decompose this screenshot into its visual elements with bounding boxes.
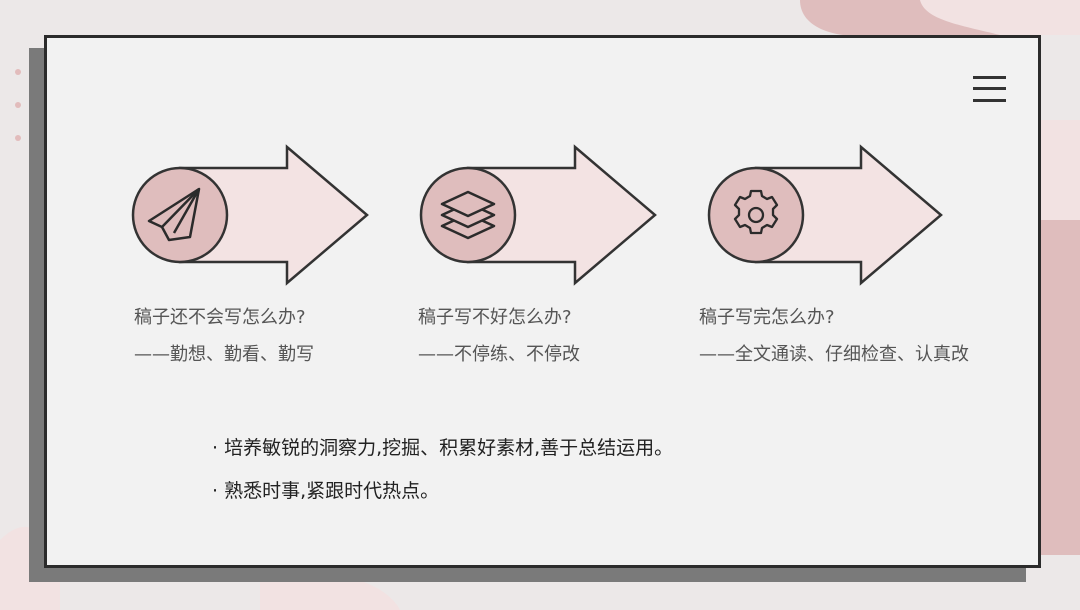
step-2-question: 稿子写不好怎么办? xyxy=(418,307,572,328)
arrow-step-3 xyxy=(707,144,943,286)
step-1-question: 稿子还不会写怎么办? xyxy=(134,307,306,328)
arrow-step-1 xyxy=(131,144,369,286)
step-1-answer: ——勤想、勤看、勤写 xyxy=(134,344,314,365)
step-3-answer: ——全文通读、仔细检查、认真改 xyxy=(699,344,969,365)
gear-icon xyxy=(733,189,779,235)
bullet-2: · 熟悉时事,紧跟时代热点。 xyxy=(212,480,440,502)
content-card xyxy=(44,35,1041,568)
menu-icon[interactable] xyxy=(973,76,1006,102)
paper-plane-icon xyxy=(147,187,201,242)
step-3-question: 稿子写完怎么办? xyxy=(699,307,835,328)
bullet-1: · 培养敏锐的洞察力,挖掘、积累好素材,善于总结运用。 xyxy=(212,437,674,459)
layers-icon xyxy=(440,190,496,240)
step-2-answer: ——不停练、不停改 xyxy=(418,344,580,365)
arrow-step-2 xyxy=(419,144,657,286)
